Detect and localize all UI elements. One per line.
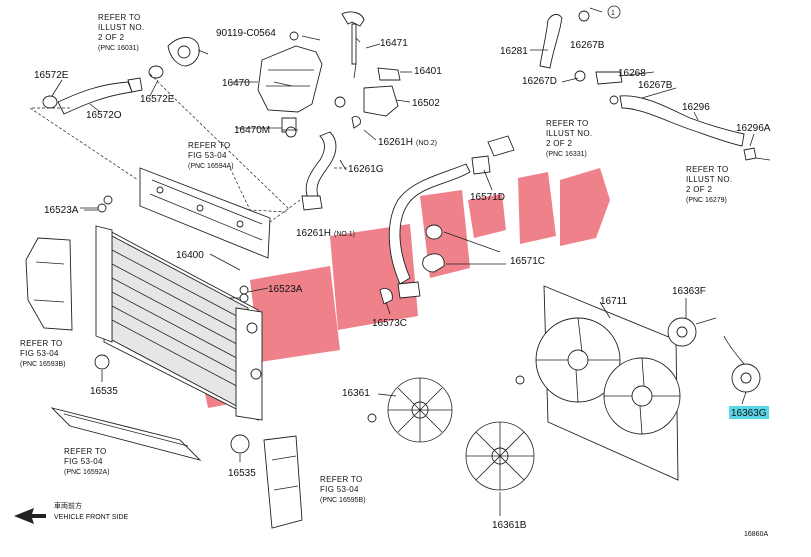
refer-note-16595B: REFER TO FIG 53-04 (PNC 16595B) (320, 475, 366, 504)
svg-text:(PNC 16593B): (PNC 16593B) (20, 361, 66, 368)
label-16523A-right[interactable]: 16523A (268, 284, 303, 295)
svg-text:ILLUST NO.: ILLUST NO. (98, 23, 144, 32)
radiator-lower-seal (50, 407, 202, 461)
label-16296A[interactable]: 16296A (736, 123, 771, 134)
svg-text:FIG 53-04: FIG 53-04 (320, 485, 359, 494)
svg-text:(PNC 16594A): (PNC 16594A) (188, 163, 234, 170)
label-16572E-left[interactable]: 16572E (34, 70, 69, 81)
refer-note-16331: REFER TO ILLUST NO. 2 OF 2 (PNC 16331) (546, 119, 592, 158)
label-16401[interactable]: 16401 (414, 66, 442, 77)
callout-1: 1 (611, 10, 615, 17)
diagram-code: 16860A (744, 531, 768, 538)
svg-text:REFER TO: REFER TO (64, 447, 107, 456)
upper-hose-group (42, 37, 209, 115)
svg-text:(PNC 16031): (PNC 16031) (98, 45, 139, 52)
refer-note-16592A: REFER TO FIG 53-04 (PNC 16592A) (64, 447, 110, 476)
svg-text:REFER TO: REFER TO (188, 141, 231, 150)
reservoir-tank (257, 31, 323, 138)
label-16261G[interactable]: 16261G (348, 164, 384, 175)
highlight-16363G (729, 406, 769, 419)
front-arrow-icon (14, 508, 46, 524)
svg-text:2 OF 2: 2 OF 2 (546, 139, 573, 148)
svg-text:FIG 53-04: FIG 53-04 (64, 457, 103, 466)
label-16470[interactable]: 16470 (222, 78, 250, 89)
fan-shroud (535, 285, 681, 481)
label-16572E-right[interactable]: 16572E (140, 94, 175, 105)
label-16535-right[interactable]: 16535 (228, 468, 256, 479)
label-16571C[interactable]: 16571C (510, 256, 545, 267)
radiator-support-upper (139, 167, 271, 259)
svg-text:ILLUST NO.: ILLUST NO. (546, 129, 592, 138)
label-16571D[interactable]: 16571D (470, 192, 505, 203)
label-16470M[interactable]: 16470M (234, 125, 270, 136)
label-16267D[interactable]: 16267D (522, 76, 557, 87)
label-16502[interactable]: 16502 (412, 98, 440, 109)
label-16361[interactable]: 16361 (342, 388, 370, 399)
label-16400[interactable]: 16400 (176, 250, 204, 261)
label-16261H-no2[interactable]: 16261H (378, 137, 413, 148)
refer-note-16279: REFER TO ILLUST NO. 2 OF 2 (PNC 16279) (686, 165, 732, 204)
label-16361B[interactable]: 16361B (492, 520, 527, 531)
fan-motor-16363F (667, 317, 717, 347)
radiator-core (94, 195, 263, 421)
svg-text:(PNC 16279): (PNC 16279) (686, 197, 727, 204)
svg-text:REFER TO: REFER TO (546, 119, 589, 128)
qualifier-no2: (NO.2) (416, 140, 437, 147)
svg-text:(PNC 16595B): (PNC 16595B) (320, 497, 366, 504)
label-16573C[interactable]: 16573C (372, 318, 407, 329)
air-guide-right (230, 434, 303, 529)
label-16267B-top[interactable]: 16267B (570, 40, 605, 51)
svg-text:REFER TO: REFER TO (98, 13, 141, 22)
label-leaders (51, 37, 755, 516)
small-fasteners (80, 203, 249, 303)
overflow-pipe (341, 11, 365, 65)
label-16261H-no1[interactable]: 16261H (296, 228, 331, 239)
label-90119-C0564[interactable]: 90119-C0564 (216, 28, 276, 39)
label-16535-left[interactable]: 16535 (90, 386, 118, 397)
front-label-jp: 車両前方 (54, 501, 82, 510)
svg-text:2 OF 2: 2 OF 2 (686, 185, 713, 194)
upper-right-hoses (539, 5, 771, 161)
label-16267B-right[interactable]: 16267B (638, 80, 673, 91)
label-16572O[interactable]: 16572O (86, 110, 122, 121)
label-16363G[interactable]: 16363G (731, 408, 767, 419)
svg-text:REFER TO: REFER TO (20, 339, 63, 348)
radiator-cap-and-outlet (334, 67, 401, 129)
refer-note-16031: REFER TO ILLUST NO. 2 OF 2 (PNC 16031) (98, 13, 144, 52)
fan-16361 (367, 375, 525, 443)
part-labels: 16572E 16572E 16572O 90119-C0564 16470 1… (34, 10, 771, 531)
label-16296[interactable]: 16296 (682, 102, 710, 113)
qualifier-no1: (NO.1) (334, 231, 355, 238)
label-16268[interactable]: 16268 (618, 68, 646, 79)
label-16711[interactable]: 16711 (600, 296, 628, 307)
fan-16361B (465, 421, 535, 491)
radiator-hose-lower (379, 135, 515, 305)
refer-note-16593B: REFER TO FIG 53-04 (PNC 16593B) (20, 339, 66, 368)
label-16281[interactable]: 16281 (500, 46, 528, 57)
svg-text:FIG 53-04: FIG 53-04 (20, 349, 59, 358)
label-16523A-left[interactable]: 16523A (44, 205, 79, 216)
refer-note-16594A: REFER TO FIG 53-04 (PNC 16594A) (188, 141, 234, 170)
label-16363F[interactable]: 16363F (672, 286, 706, 297)
svg-text:(PNC 16592A): (PNC 16592A) (64, 469, 110, 476)
svg-text:(PNC 16331): (PNC 16331) (546, 151, 587, 158)
svg-text:2 OF 2: 2 OF 2 (98, 33, 125, 42)
front-label-en: VEHICLE FRONT SIDE (54, 514, 128, 521)
fan-motor-16363G (723, 335, 761, 393)
label-16471[interactable]: 16471 (380, 38, 408, 49)
svg-text:REFER TO: REFER TO (320, 475, 363, 484)
radiator-hose-upper (301, 131, 337, 211)
air-guide-left (25, 237, 73, 331)
svg-text:REFER TO: REFER TO (686, 165, 729, 174)
svg-text:ILLUST NO.: ILLUST NO. (686, 175, 732, 184)
vehicle-front-indicator: 車両前方 VEHICLE FRONT SIDE (14, 501, 128, 524)
svg-text:FIG 53-04: FIG 53-04 (188, 151, 227, 160)
